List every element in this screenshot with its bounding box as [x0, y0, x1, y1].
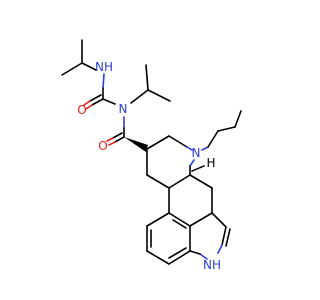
bonds — [61, 39, 242, 265]
bond — [114, 136, 125, 143]
atom-n-ring: N — [192, 146, 201, 160]
bond — [168, 135, 188, 148]
bond — [168, 247, 187, 259]
atom-nh-urea: NH — [95, 60, 113, 74]
bond — [186, 146, 193, 151]
bond — [106, 137, 114, 142]
bond — [201, 146, 209, 151]
bond — [207, 130, 219, 148]
bond — [61, 62, 83, 76]
bond — [83, 100, 91, 106]
atom-labels: NH O N O N H NH — [77, 60, 221, 272]
atom-h-stereo: H — [206, 156, 215, 170]
bond — [108, 141, 116, 146]
bond — [146, 212, 170, 227]
bond — [234, 110, 242, 128]
molecule-structure: NH O N O N H NH — [0, 0, 300, 300]
bond — [189, 174, 213, 189]
bond — [85, 104, 93, 110]
atom-n-urea: N — [119, 102, 128, 116]
bond — [168, 250, 191, 265]
atom-o-amide: O — [98, 139, 107, 153]
bond — [172, 219, 187, 229]
bond — [112, 132, 123, 139]
bond — [189, 159, 195, 167]
atom-o-urea: O — [77, 103, 86, 117]
bond — [168, 212, 191, 227]
bond — [217, 244, 223, 254]
bond — [102, 73, 105, 89]
bond — [146, 135, 170, 150]
bond — [146, 250, 170, 265]
bond — [89, 94, 102, 102]
wedge-bond — [124, 137, 148, 152]
background — [0, 0, 300, 300]
bond — [91, 98, 104, 106]
bond — [130, 89, 149, 104]
bond — [146, 174, 170, 189]
bond — [217, 126, 236, 132]
bond — [189, 212, 213, 227]
bond — [199, 253, 208, 260]
bond — [145, 64, 149, 91]
hash-bond — [191, 165, 205, 172]
bond — [147, 89, 171, 102]
bond — [102, 98, 116, 105]
atom-nh-indole: NH — [203, 258, 221, 272]
bond — [211, 212, 227, 228]
bond — [168, 174, 191, 189]
bond — [225, 228, 231, 247]
bond — [221, 226, 227, 246]
bond — [81, 62, 97, 71]
bond — [189, 250, 201, 255]
